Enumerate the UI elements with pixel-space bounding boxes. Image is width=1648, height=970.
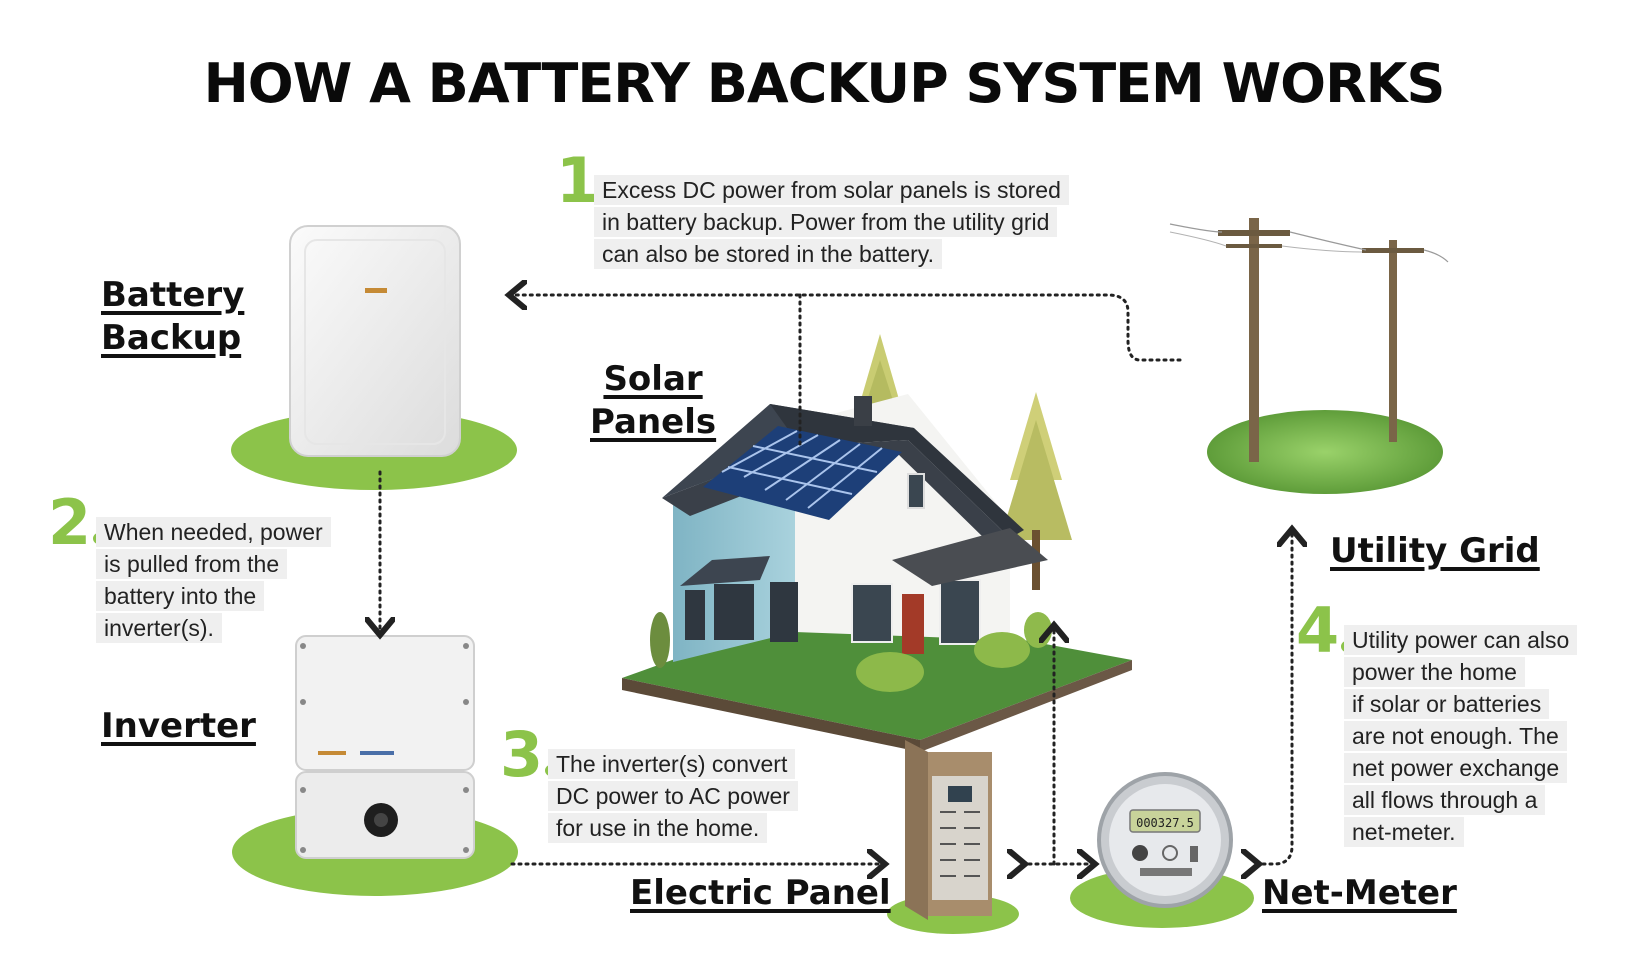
label-battery-backup: Battery Backup: [101, 274, 244, 360]
meter-reading: 000327.5: [1136, 816, 1194, 830]
step-4-line: net-meter.: [1344, 817, 1464, 847]
step-2-note: When needed, power is pulled from the ba…: [96, 516, 386, 644]
step-1-note: Excess DC power from solar panels is sto…: [594, 174, 1154, 270]
step-4-note: Utility power can also power the home if…: [1344, 624, 1634, 848]
label-electric-panel: Electric Panel: [630, 873, 891, 913]
arrow-to-battery: [512, 295, 1182, 362]
solar-label-line1: Solar: [603, 359, 703, 399]
step-1-line: Excess DC power from solar panels is sto…: [594, 175, 1069, 205]
battery-backup-device: [231, 225, 517, 490]
label-utility-grid: Utility Grid: [1330, 531, 1540, 571]
battery-label-line1: Battery: [101, 275, 245, 315]
step-4-line: if solar or batteries: [1344, 689, 1550, 719]
label-solar-panels: Solar Panels: [590, 358, 716, 444]
page-title: HOW A BATTERY BACKUP SYSTEM WORKS: [203, 52, 1446, 115]
step-2-line: battery into the: [96, 581, 265, 611]
step-3-line: for use in the home.: [548, 813, 768, 843]
label-inverter: Inverter: [101, 706, 256, 746]
flow-arrows: [380, 295, 1292, 864]
step-3-line: DC power to AC power: [548, 781, 798, 811]
step-1-line: can also be stored in the battery.: [594, 239, 942, 269]
step-1-line: in battery backup. Power from the utilit…: [594, 207, 1058, 237]
step-3-line: The inverter(s) convert: [548, 749, 796, 779]
step-2-line: When needed, power: [96, 517, 331, 547]
arrow-meter-to-grid: [1256, 532, 1292, 864]
step-2-line: inverter(s).: [96, 613, 222, 643]
step-1-number: 1: [556, 150, 613, 212]
step-4-line: power the home: [1344, 657, 1525, 687]
house-illustration: [622, 334, 1132, 752]
step-4-line: Utility power can also: [1344, 625, 1578, 655]
step-2-line: is pulled from the: [96, 549, 288, 579]
step-4-line: net power exchange: [1344, 753, 1568, 783]
step-4-line: are not enough. The: [1344, 721, 1567, 751]
label-net-meter: Net-Meter: [1262, 873, 1457, 913]
electric-panel-device: [887, 740, 1019, 934]
battery-label-line2: Backup: [101, 318, 242, 358]
inverter-device: [232, 635, 518, 896]
net-meter-device: 000327.5: [1070, 772, 1254, 928]
step-4-line: all flows through a: [1344, 785, 1546, 815]
solar-label-line2: Panels: [590, 402, 717, 442]
step-3-note: The inverter(s) convert DC power to AC p…: [548, 748, 848, 844]
utility-grid-poles: [1169, 218, 1449, 494]
utility-grass-patch: [1207, 410, 1443, 494]
